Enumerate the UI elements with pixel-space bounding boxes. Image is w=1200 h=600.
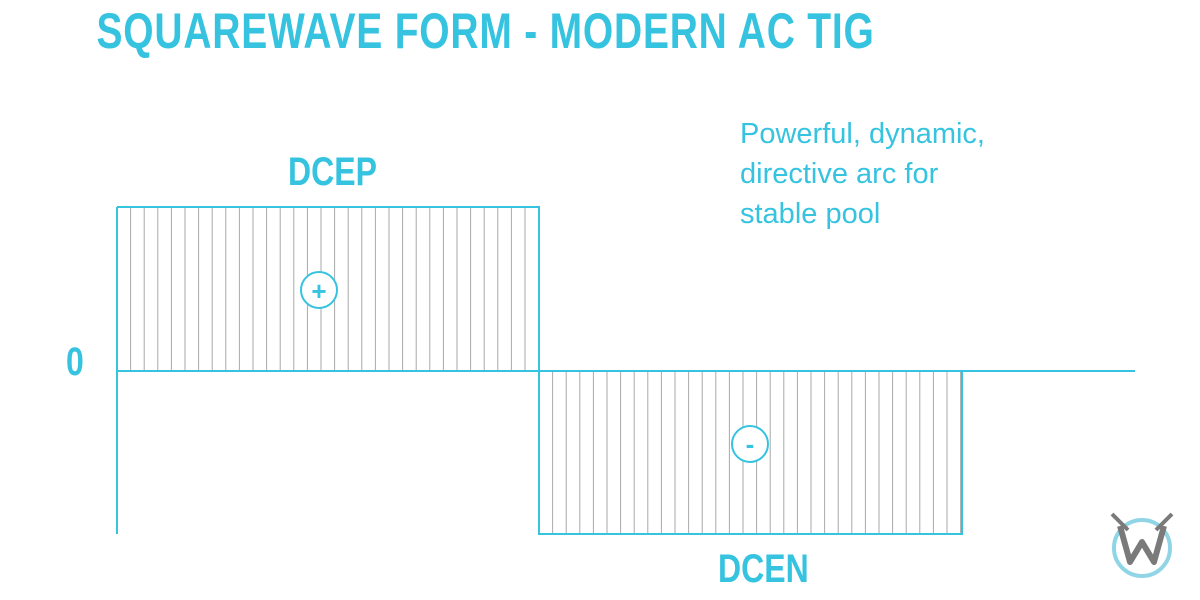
dcen-label: DCEN: [718, 547, 809, 591]
caption-line: stable pool: [740, 198, 881, 230]
caption-line: Powerful, dynamic,: [740, 118, 985, 150]
negative-half-hatching: [552, 371, 962, 534]
caption-line: directive arc for: [740, 158, 939, 190]
zero-label: 0: [66, 340, 84, 384]
arc-caption: Powerful, dynamic, directive arc for sta…: [740, 114, 1040, 234]
dcep-label: DCEP: [288, 150, 377, 194]
negative-sign: -: [746, 429, 755, 459]
positive-sign: +: [311, 276, 326, 306]
w-logo-icon: [1110, 512, 1174, 578]
diagram-title: SQUAREWAVE FORM - MODERN AC TIG: [96, 3, 875, 59]
square-wave-outline: [117, 206, 963, 535]
negative-sign-circle: [731, 425, 769, 463]
positive-sign-circle: [300, 271, 338, 309]
